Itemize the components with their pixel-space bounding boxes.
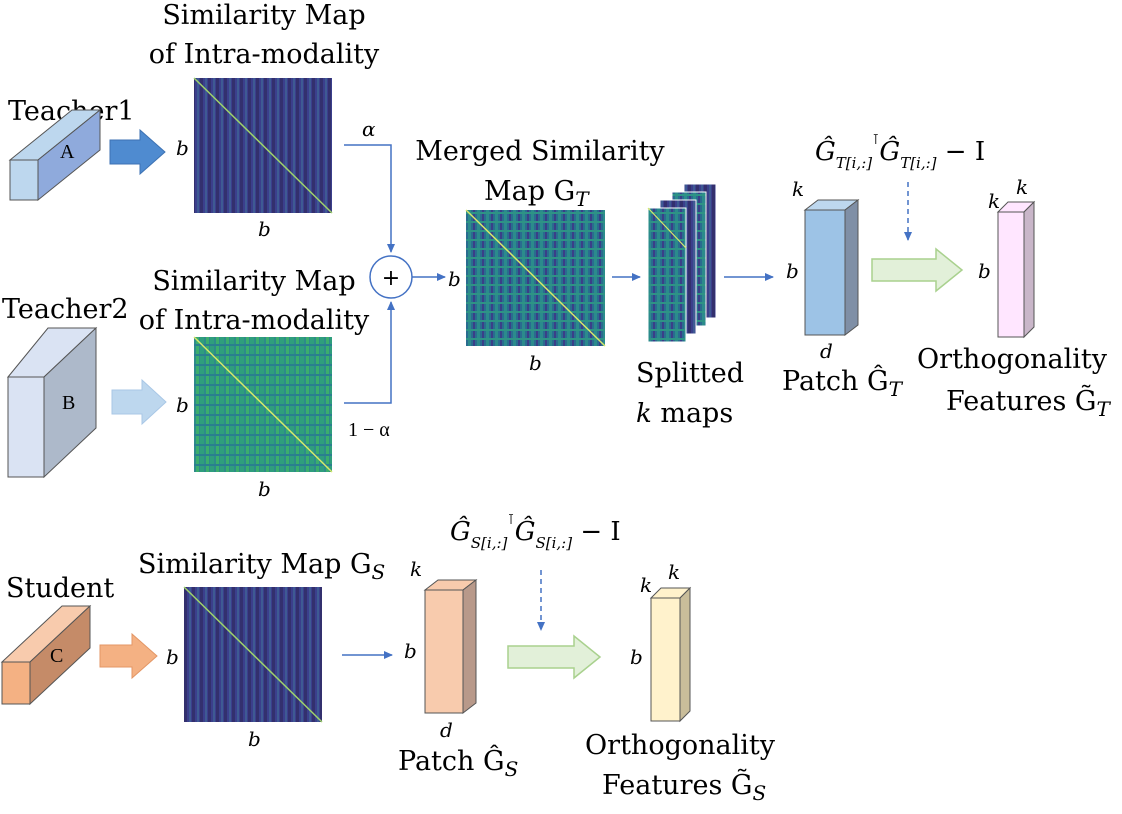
sim1-bottom: b — [258, 217, 271, 241]
split-line1: Splitted — [636, 358, 744, 389]
patch-s-k: k — [410, 557, 422, 581]
student-block: Student C — [0, 573, 114, 706]
sim-s-bottom: b — [248, 727, 261, 751]
ortho-t-line2: Features G̃T — [946, 384, 1111, 421]
merged-side: b — [448, 267, 461, 291]
teacher1-block: Teacher1 A — [8, 96, 135, 202]
merged-title1: Merged Similarity — [415, 136, 665, 167]
one-minus-alpha-connector — [344, 301, 395, 404]
alpha-label: α — [362, 117, 376, 141]
sim1-title2: of Intra-modality — [149, 39, 380, 70]
sim2-title2: of Intra-modality — [139, 305, 370, 336]
patch-s-d: d — [440, 718, 453, 742]
patch-t-label: Patch ĜT — [782, 363, 904, 401]
ortho-t-k-top: k — [1016, 175, 1028, 199]
formula-s: ĜS[i,:]⊺ĜS[i,:] − I — [450, 512, 621, 552]
ortho-s-arrow — [507, 634, 602, 680]
student-arrow — [99, 632, 158, 680]
teacher2-letter: B — [62, 392, 75, 414]
teacher1-arrow — [109, 128, 166, 176]
merged-bottom: b — [529, 351, 542, 375]
sim2-title1: Similarity Map — [152, 266, 355, 297]
split-line2: k maps — [636, 398, 733, 429]
teacher1-letter: A — [60, 141, 75, 163]
ortho-s-line2: Features G̃S — [602, 768, 766, 805]
merged-title2: Map GT — [484, 176, 590, 211]
ortho-t-box — [996, 200, 1036, 339]
patch-s-box — [423, 578, 478, 715]
patch-s-label: Patch ĜS — [398, 743, 518, 781]
ortho-s-box — [649, 586, 692, 723]
ortho-t-b: b — [978, 259, 991, 283]
patch-s-b: b — [404, 639, 417, 663]
sim2-side: b — [176, 393, 189, 417]
teacher2-label: Teacher2 — [2, 294, 129, 325]
sim-s-side: b — [166, 645, 179, 669]
sim2-bottom: b — [258, 477, 271, 501]
ortho-s-line1: Orthogonality — [585, 730, 776, 761]
patch-t-d: d — [820, 339, 833, 363]
plus-symbol: + — [382, 266, 400, 291]
split-maps-stack — [647, 183, 717, 343]
one-minus-alpha-label: 1 − α — [348, 419, 390, 441]
ortho-s-k-left: k — [640, 573, 652, 597]
ortho-s-k-top: k — [668, 560, 680, 584]
patch-t-box — [803, 198, 860, 337]
student-letter: C — [50, 645, 63, 667]
alpha-connector — [344, 144, 395, 253]
teacher2-block: Teacher2 B — [2, 294, 129, 479]
sim1-title1: Similarity Map — [162, 0, 365, 31]
student-label: Student — [6, 573, 114, 604]
formula-t: ĜT[i,:]⊺ĜT[i,:] − I — [815, 132, 985, 172]
patch-t-k: k — [792, 177, 804, 201]
sim1-side: b — [176, 136, 189, 160]
sim-s-title: Similarity Map GS — [138, 549, 385, 584]
ortho-t-arrow — [871, 247, 964, 293]
ortho-t-k-left: k — [988, 189, 1000, 213]
teacher2-arrow — [111, 378, 167, 426]
patch-t-b: b — [786, 259, 799, 283]
ortho-t-line1: Orthogonality — [917, 344, 1108, 375]
ortho-s-b: b — [630, 645, 643, 669]
